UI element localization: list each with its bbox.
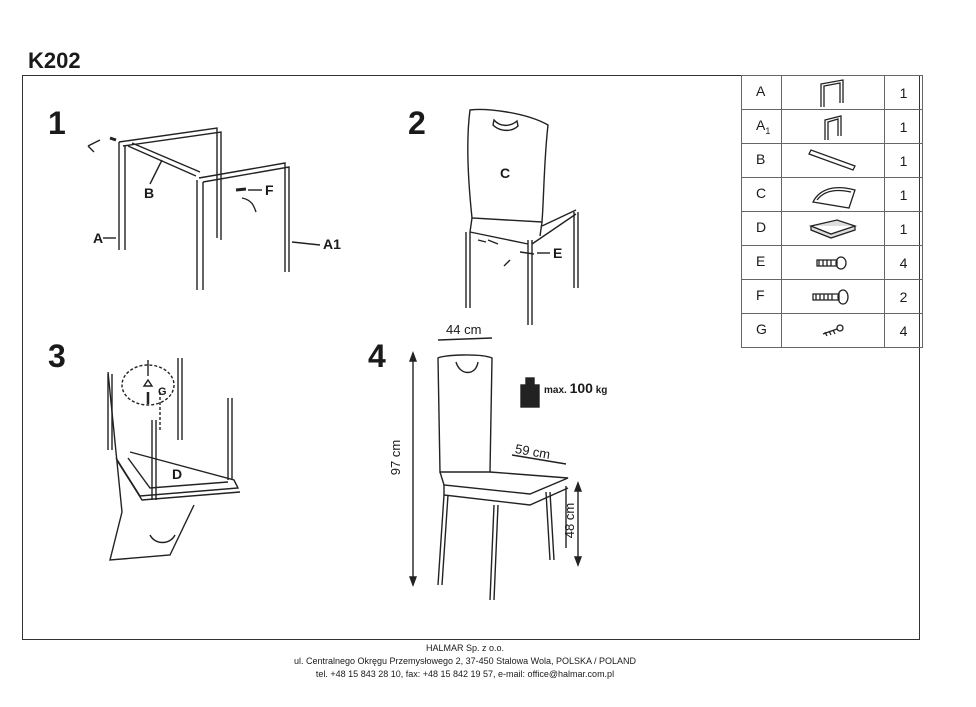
- label-g: G: [158, 386, 167, 398]
- step3-seat-drawing: [107, 358, 241, 561]
- part-code: C: [741, 177, 782, 212]
- part-qty: 1: [884, 177, 923, 212]
- label-b: B: [144, 185, 155, 201]
- parts-row: A1 1: [741, 109, 923, 144]
- part-code: D: [741, 211, 782, 246]
- screw-icon: [781, 313, 885, 348]
- parts-row: A 1: [741, 75, 923, 110]
- part-qty: 1: [884, 109, 923, 144]
- dim-height: 97 cm: [388, 439, 404, 476]
- label-c: C: [500, 165, 511, 181]
- step-3-number: 3: [48, 338, 66, 374]
- step-2-number: 2: [408, 105, 426, 141]
- step-4-number: 4: [368, 338, 386, 374]
- part-qty: 1: [884, 143, 923, 178]
- parts-table: A 1 A1 1 B 1 C 1 D 1 E 4: [741, 75, 923, 348]
- parts-row: B 1: [741, 143, 923, 178]
- parts-row: C 1: [741, 177, 923, 212]
- label-a1: A1: [323, 236, 341, 252]
- parts-row: F 2: [741, 279, 923, 314]
- long-bolt-icon: [781, 279, 885, 314]
- part-qty: 4: [884, 313, 923, 348]
- footer-address: ul. Centralnego Okręgu Przemysłowego 2, …: [293, 656, 636, 666]
- leg-frame-icon: [781, 75, 885, 110]
- instruction-frame: [22, 75, 920, 640]
- step1-frame-drawing: [87, 127, 321, 290]
- part-code: B: [741, 143, 782, 178]
- max-load-label: max. 100 kg: [544, 380, 607, 396]
- footer-contact: tel. +48 15 843 28 10, fax: +48 15 842 1…: [315, 669, 615, 679]
- label-d: D: [172, 466, 183, 482]
- max-load-value: 100: [569, 380, 593, 396]
- part-code: E: [741, 245, 782, 280]
- parts-row: G 4: [741, 313, 923, 348]
- backrest-icon: [781, 177, 885, 212]
- label-a: A: [93, 230, 104, 246]
- part-qty: 4: [884, 245, 923, 280]
- part-qty: 1: [884, 75, 923, 110]
- max-load-prefix: max.: [544, 385, 567, 396]
- max-load-unit: kg: [595, 385, 608, 396]
- part-qty: 2: [884, 279, 923, 314]
- seat-icon: [781, 211, 885, 246]
- dim-seat-height: 48 cm: [562, 502, 578, 539]
- parts-row: D 1: [741, 211, 923, 246]
- label-f: F: [265, 182, 274, 198]
- bolt-icon: [781, 245, 885, 280]
- label-e: E: [553, 245, 563, 261]
- dim-width: 44 cm: [446, 322, 482, 337]
- part-code: G: [741, 313, 782, 348]
- step2-back-drawing: [465, 108, 579, 325]
- model-title: K202: [28, 48, 81, 73]
- step-1-number: 1: [48, 105, 66, 141]
- part-code: F: [741, 279, 782, 314]
- leg-frame-small-icon: [781, 109, 885, 144]
- part-qty: 1: [884, 211, 923, 246]
- parts-row: E 4: [741, 245, 923, 280]
- part-code: A: [741, 75, 782, 110]
- step4-dimension-drawing: [408, 337, 583, 601]
- crossbar-icon: [781, 143, 885, 178]
- part-code: A1: [741, 109, 782, 144]
- footer-company: HALMAR Sp. z o.o.: [425, 643, 505, 653]
